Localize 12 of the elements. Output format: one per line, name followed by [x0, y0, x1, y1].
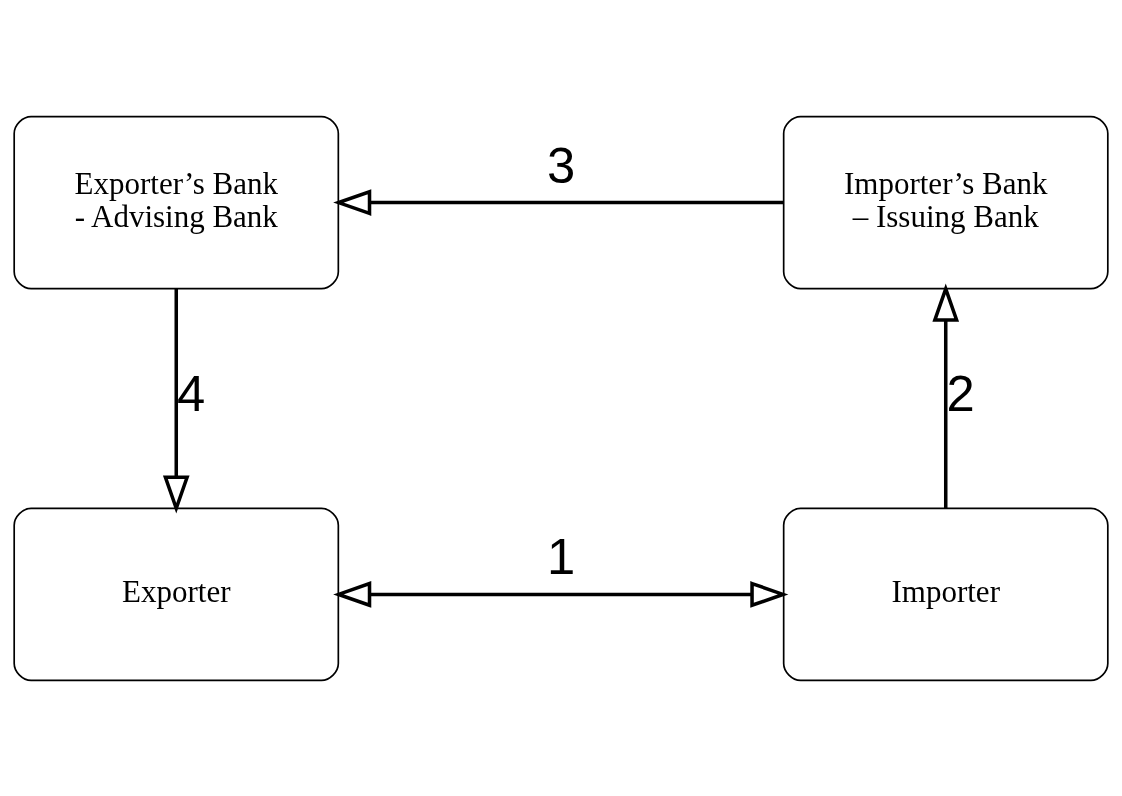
node-box: Importer — [782, 507, 1109, 681]
node-box: Importer’s Bank – Issuing Bank — [782, 115, 1109, 289]
arrow — [162, 288, 190, 514]
edge-label: 3 — [546, 136, 576, 194]
arrow — [333, 580, 789, 608]
arrow — [932, 283, 960, 508]
edge-label: 4 — [176, 364, 206, 422]
arrow — [333, 188, 784, 216]
node-box: Exporter’s Bank - Advising Bank — [13, 115, 340, 289]
edge-label: 1 — [546, 527, 576, 585]
node-box: Exporter — [13, 507, 340, 681]
edge-label: 2 — [946, 364, 975, 422]
